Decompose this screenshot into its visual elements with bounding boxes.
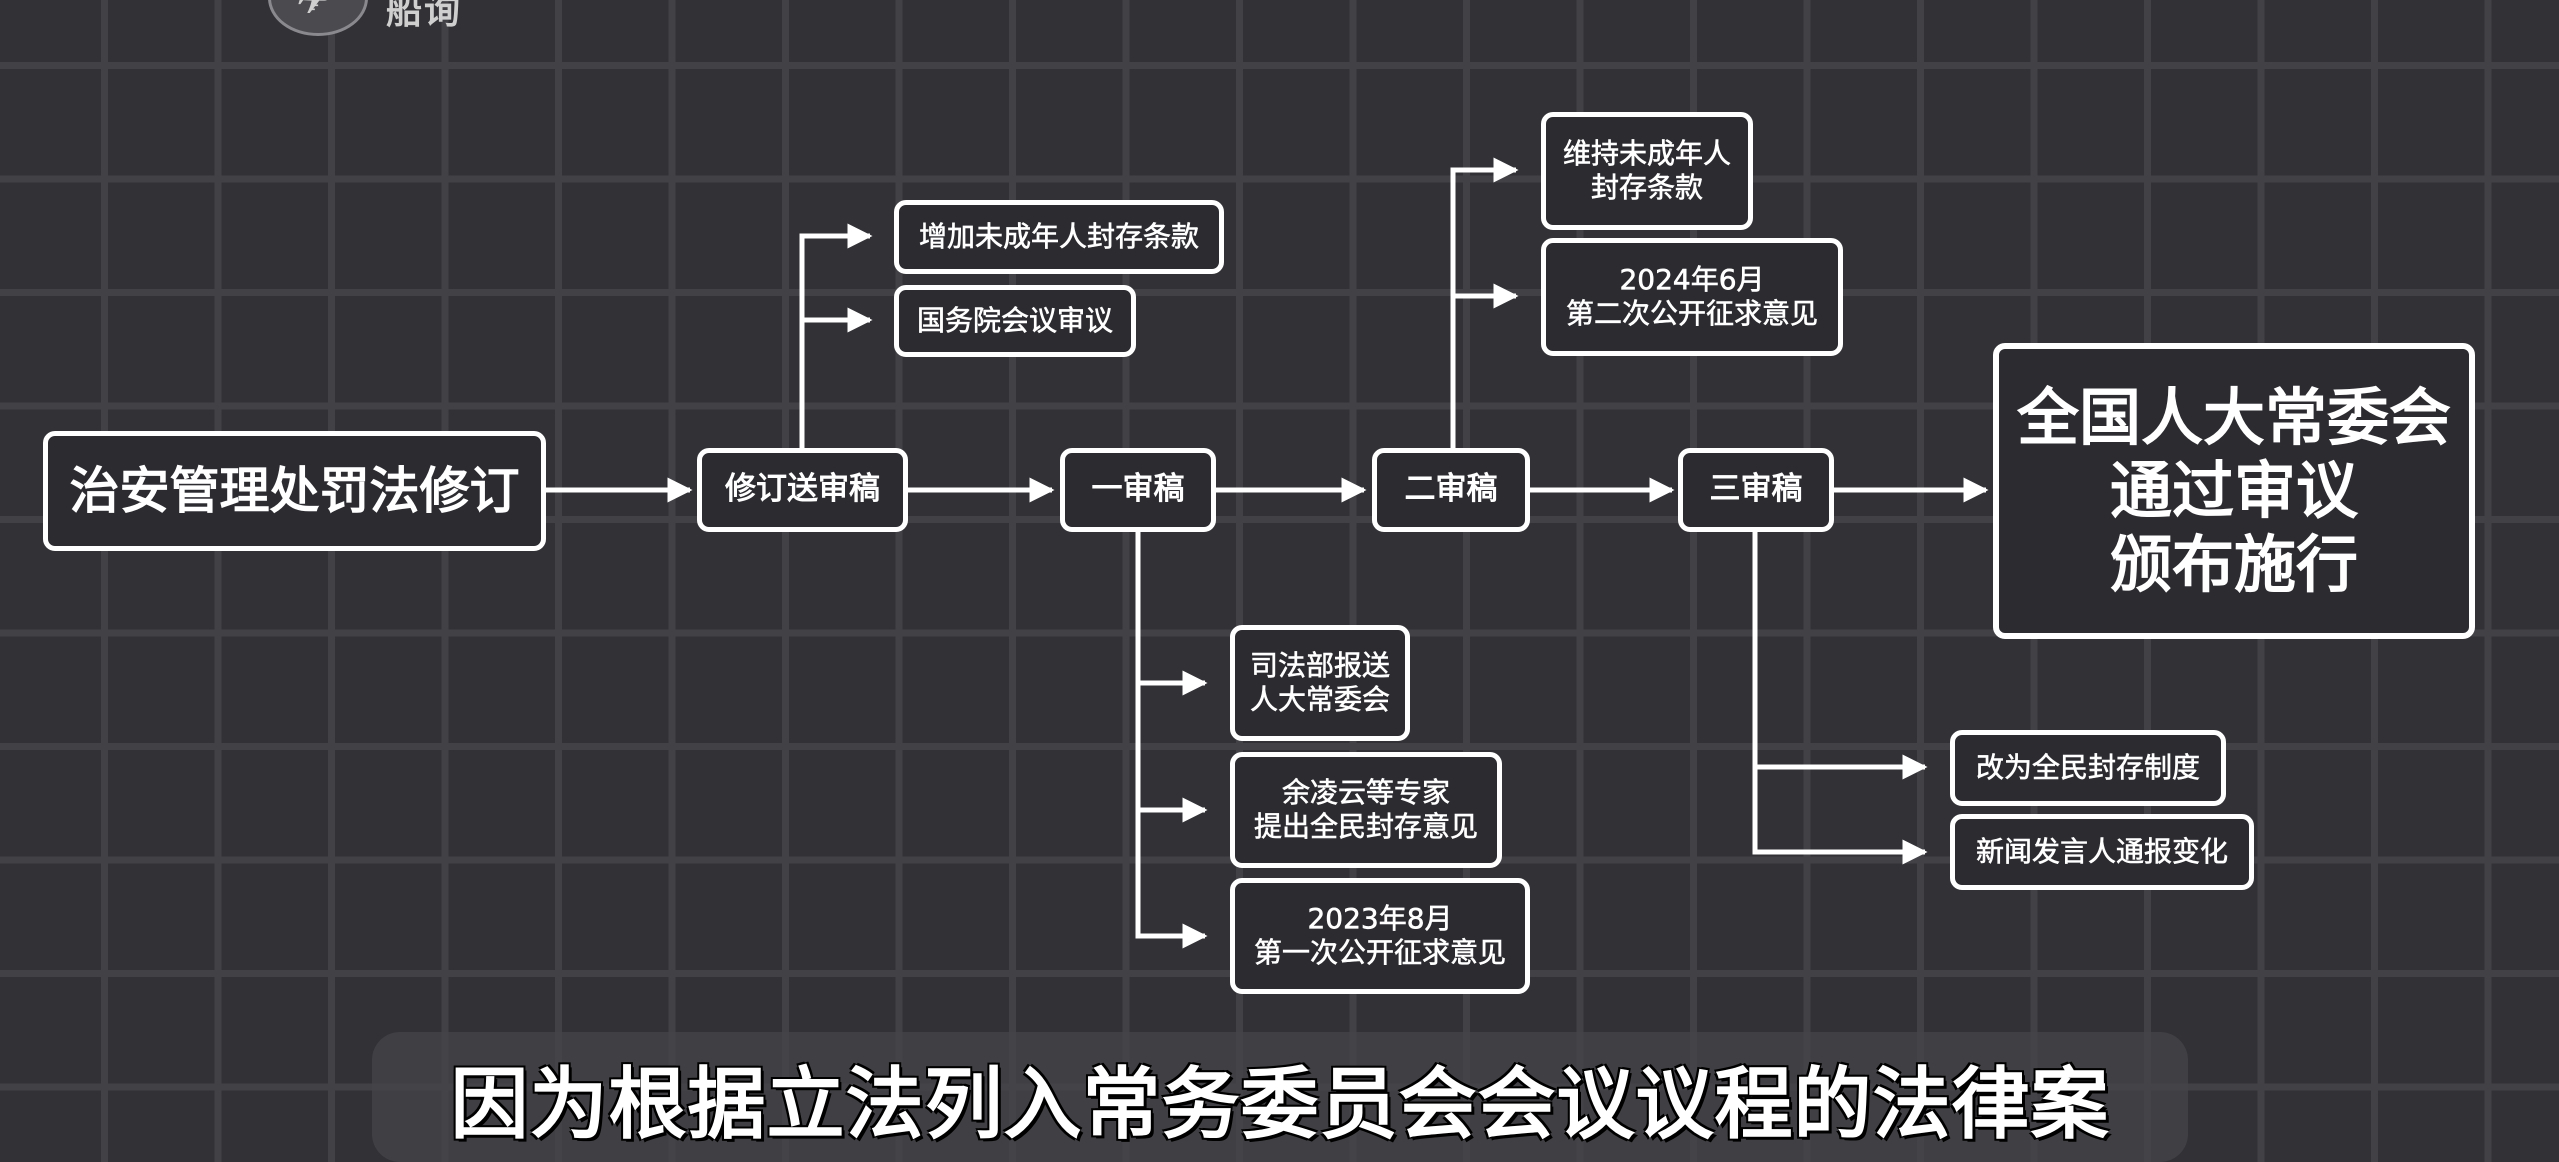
branch-stage2-trunk [1450,157,1519,448]
node-start-label: 治安管理处罚法修订 [69,461,520,520]
branch-text: 新闻发言人通报变化 [1975,834,2229,869]
branch-text: 第二次公开征求意见 [1565,297,1819,331]
branch-node: 司法部报送 人大常委会 [1230,625,1410,741]
logo-glyph: ✈ [296,0,330,24]
branch-text: 增加未成年人封存条款 [918,219,1200,254]
node-first-reading-label: 一审稿 [1091,471,1185,508]
branch-stage3-trunk [1752,532,1928,865]
branch-node: 新闻发言人通报变化 [1950,814,2254,890]
branch-text: 2023年8月 [1307,901,1453,936]
branch-text: 封存条款 [1590,171,1704,205]
logo-text: 船询 [386,0,463,32]
node-final-adoption: 全国人大常委会 通过审议 颁布施行 [1993,343,2475,639]
branch-text: 余凌云等专家 [1281,775,1451,810]
branch-text: 2024年6月 [1619,262,1765,297]
subtitle-caption: 因为根据立法列入常务委员会会议议程的法律案 [450,1060,2110,1150]
node-second-reading-label: 二审稿 [1404,471,1498,508]
branch-text: 改为全民封存制度 [1975,750,2201,785]
branch-text: 第一次公开征求意见 [1253,936,1507,970]
node-third-reading-label: 三审稿 [1709,471,1803,508]
final-line: 颁布施行 [2109,527,2358,601]
branch-node: 2023年8月 第一次公开征求意见 [1230,878,1530,994]
node-third-reading: 三审稿 [1678,448,1834,532]
node-submit-draft: 修订送审稿 [697,448,908,532]
branch-text: 司法部报送 [1249,648,1391,683]
branch-text: 国务院会议审议 [916,303,1114,338]
subtitle-background [372,1032,2188,1162]
node-submit-draft-label: 修订送审稿 [725,471,880,508]
branch-text: 维持未成年人 [1562,136,1732,171]
final-line: 通过审议 [2109,454,2358,528]
branch-node: 国务院会议审议 [894,285,1136,357]
branch-text: 人大常委会 [1249,683,1391,717]
branch-node: 2024年6月 第二次公开征求意见 [1541,238,1843,356]
branch-text: 提出全民封存意见 [1253,810,1479,844]
branch-node: 增加未成年人封存条款 [894,200,1224,274]
node-start: 治安管理处罚法修订 [43,431,546,551]
node-second-reading: 二审稿 [1372,448,1530,532]
node-first-reading: 一审稿 [1060,448,1216,532]
final-line: 全国人大常委会 [2016,381,2451,455]
branch-node: 维持未成年人 封存条款 [1541,112,1753,230]
branch-node: 余凌云等专家 提出全民封存意见 [1230,752,1502,868]
branch-stage1-trunk [1135,532,1208,949]
branch-submit-trunk [799,223,873,448]
branch-node: 改为全民封存制度 [1950,730,2226,806]
